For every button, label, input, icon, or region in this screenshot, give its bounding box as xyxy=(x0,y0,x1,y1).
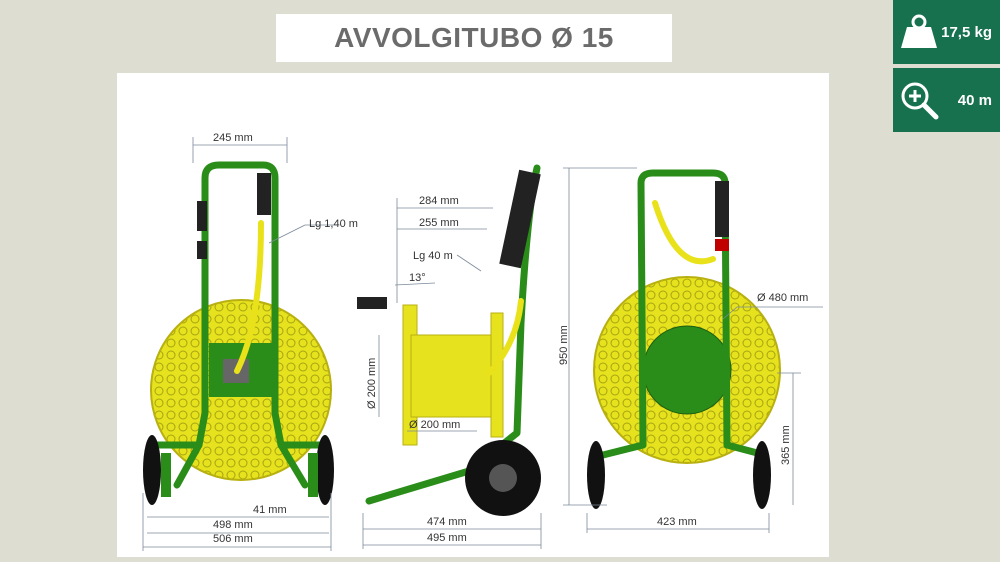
back-hub xyxy=(642,325,732,415)
back-hose xyxy=(652,200,716,265)
side-reel-right-flange xyxy=(490,312,504,438)
dim-506: 506 mm xyxy=(213,533,253,545)
dim-drum-diameter: Ø 200 mm xyxy=(409,419,460,431)
dim-474: 474 mm xyxy=(427,516,467,528)
page-title: AVVOLGITUBO Ø 15 xyxy=(334,22,614,53)
back-frame xyxy=(637,169,731,449)
side-handle-grip xyxy=(357,297,387,309)
back-valve xyxy=(715,239,729,251)
dim-angle: 13° xyxy=(409,272,426,284)
dim-950: 950 mm xyxy=(558,325,570,365)
dim-255: 255 mm xyxy=(419,217,459,229)
title-banner: AVVOLGITUBO Ø 15 xyxy=(276,14,672,62)
front-left-wheel xyxy=(143,435,161,505)
weight-value: 17,5 kg xyxy=(941,23,992,41)
dim-423: 423 mm xyxy=(657,516,697,528)
side-view: 284 mm 255 mm Lg 40 m 13° Ø 200 mm Ø 200… xyxy=(357,164,542,549)
dim-hose-front: Lg 1,40 m xyxy=(309,218,358,230)
side-connector xyxy=(499,169,541,269)
front-view: 245 mm Lg 1,40 m 41 mm 498 mm 506 mm xyxy=(142,132,358,551)
length-spec-tile: 40 m xyxy=(893,68,1000,132)
dim-reel-diameter: Ø 480 mm xyxy=(757,292,808,304)
dim-284: 284 mm xyxy=(419,195,459,207)
back-view: 950 mm Ø 480 mm 365 mm 423 mm xyxy=(558,167,823,533)
back-left-wheel xyxy=(587,441,605,509)
dim-41: 41 mm xyxy=(253,504,287,516)
zoom-in-icon xyxy=(901,82,939,120)
back-right-wheel xyxy=(753,441,771,509)
weight-icon xyxy=(901,14,937,48)
front-right-wheel xyxy=(316,435,334,505)
dim-498: 498 mm xyxy=(213,519,253,531)
hose-length-value: 40 m xyxy=(957,91,992,109)
dim-245: 245 mm xyxy=(213,132,253,144)
side-hose xyxy=(486,298,524,376)
dim-drum-height: Ø 200 mm xyxy=(366,358,378,409)
technical-drawing: 245 mm Lg 1,40 m 41 mm 498 mm 506 mm 284… xyxy=(117,73,829,557)
weight-spec-tile: 17,5 kg xyxy=(893,0,1000,64)
front-frame xyxy=(153,161,327,449)
dim-hose-side: Lg 40 m xyxy=(413,250,453,262)
dim-365: 365 mm xyxy=(780,425,792,465)
front-hose-connector xyxy=(257,173,271,215)
front-frame-legs xyxy=(173,441,309,489)
dim-495: 495 mm xyxy=(427,532,467,544)
front-hose xyxy=(234,220,264,374)
technical-drawing-svg: 245 mm Lg 1,40 m 41 mm 498 mm 506 mm 284… xyxy=(142,132,823,551)
side-drum xyxy=(410,334,502,418)
